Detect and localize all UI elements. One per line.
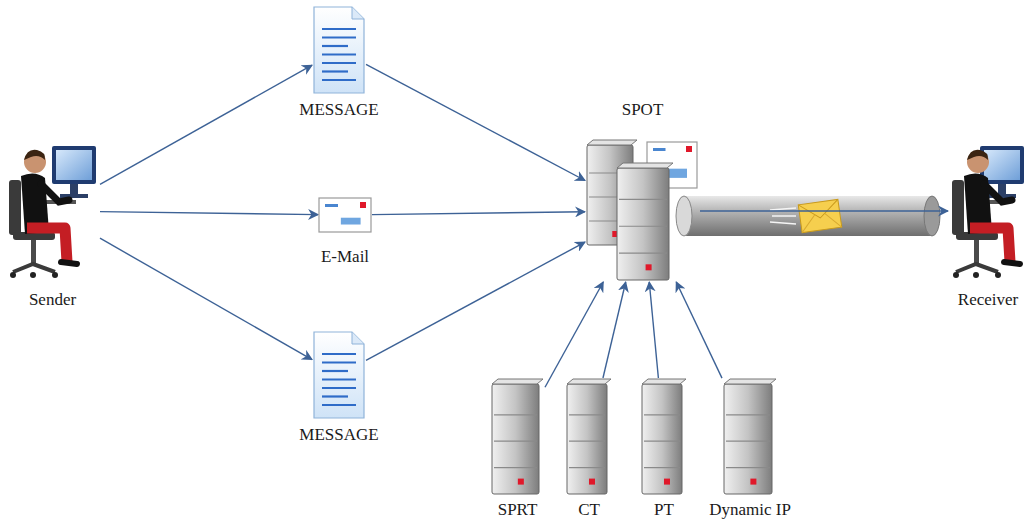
person-icon [5,140,100,282]
node-label: Sender [29,290,76,310]
flow-arrow [100,212,318,215]
email-node: E-Mail [318,197,372,233]
server-tower [492,379,543,494]
server-tower [642,379,686,494]
user-at-computer [952,146,1024,278]
node-label: Dynamic IP [709,500,791,520]
server-node: SPRT [490,378,545,496]
mail-icon [318,197,372,233]
doc-icon [312,5,366,95]
node-label: SPRT [498,500,538,520]
node-label: E-Mail [321,247,369,267]
server-node: SPOT [585,140,700,282]
document-node: MESSAGE [312,330,366,420]
secure-channel-pipe [676,196,940,236]
node-label: CT [578,500,600,520]
server-node: CT [565,378,613,496]
flow-arrow [366,242,585,360]
server-tower [567,379,611,494]
node-label: PT [654,500,674,520]
node-label: Receiver [958,290,1018,310]
doc-icon [312,330,366,420]
node-label: MESSAGE [299,100,378,120]
server-icon [640,378,688,496]
node-label: SPOT [622,100,664,120]
server-icon [565,378,613,496]
flow-arrow [372,212,585,215]
user-node: Sender [5,140,100,282]
flow-arrow [100,238,312,359]
server-icon [722,378,778,496]
flow-arrow [100,65,312,184]
server-tower [617,163,673,280]
server-icon [490,378,545,496]
user-node: Receiver [948,140,1028,282]
user-at-computer [9,146,96,278]
flow-arrow [700,210,948,211]
cluster-icon [585,140,700,282]
server-node: PT [640,378,688,496]
document-node: MESSAGE [312,5,366,95]
flow-arrow [366,64,585,180]
flow-arrow [603,282,626,378]
server-node: Dynamic IP [722,378,778,496]
node-label: MESSAGE [299,425,378,445]
flow-arrow [649,282,658,378]
envelope-icon [770,199,842,232]
person-icon [948,140,1028,282]
server-tower [724,379,776,494]
flow-arrow [676,282,722,378]
flow-arrow [545,282,603,387]
